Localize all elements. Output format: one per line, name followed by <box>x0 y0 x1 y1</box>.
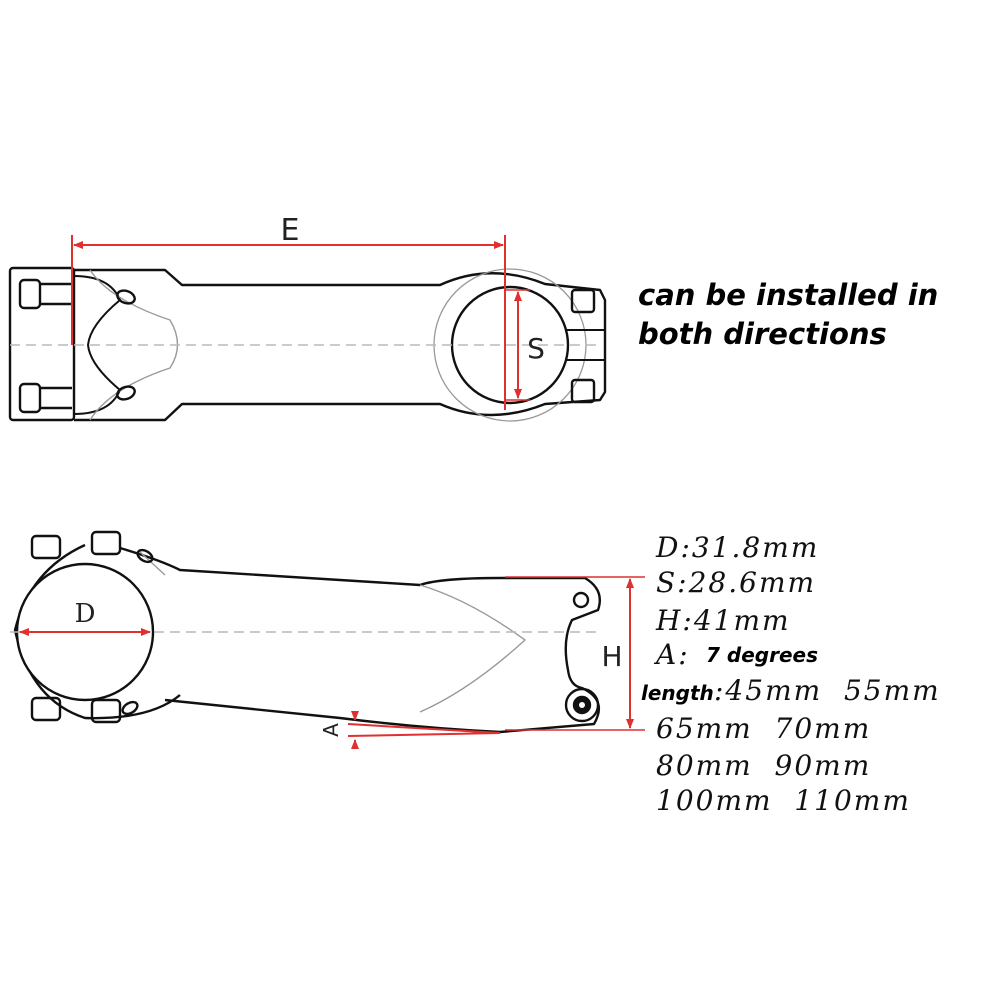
side-bolt-bottom-left <box>30 696 62 722</box>
lower-pivot-bolt <box>564 687 600 723</box>
spec-a-prefix: A: <box>653 638 690 671</box>
label-s: S <box>527 332 545 365</box>
weight-hole-top <box>116 289 136 305</box>
label-a: A <box>319 723 343 737</box>
label-e: E <box>281 213 300 248</box>
dimension-e <box>71 235 506 410</box>
faceplate-bolt-bottom <box>18 382 42 414</box>
steerer-bolt-top <box>570 288 596 314</box>
spec-h: H:41mm <box>655 604 791 637</box>
spec-length-row3: 80mm 90mm <box>656 749 871 782</box>
spec-length-row2: 65mm 70mm <box>656 712 871 745</box>
weight-hole-bottom <box>116 385 136 401</box>
side-view-body <box>119 546 602 734</box>
label-h: H <box>601 640 622 673</box>
spec-length-prefix: length <box>641 681 714 705</box>
spec-a-value: 7 degrees <box>706 643 818 667</box>
spec-length-row4: 100mm 110mm <box>656 784 911 817</box>
spec-d: D:31.8mm <box>655 531 819 564</box>
spec-s: S:28.6mm <box>656 566 816 599</box>
top-view-body <box>74 268 607 422</box>
faceplate <box>8 266 76 422</box>
install-note-line1: can be installed in <box>638 278 938 312</box>
dimension-s <box>505 289 530 401</box>
side-bolt-top-left <box>30 534 62 560</box>
label-d: D <box>75 599 96 629</box>
steerer-bolt-bottom <box>570 378 596 404</box>
install-note-line2: both directions <box>638 317 887 351</box>
upper-pivot-hole <box>572 591 590 609</box>
faceplate-bolt-top <box>18 278 42 310</box>
dimension-a <box>347 711 501 749</box>
spec-length-row1: :45mm 55mm <box>714 674 941 707</box>
side-bolt-top-right <box>90 530 122 556</box>
bar-clamp <box>13 543 181 720</box>
side-bolt-bottom-right <box>90 698 122 724</box>
dimension-h <box>505 576 645 731</box>
